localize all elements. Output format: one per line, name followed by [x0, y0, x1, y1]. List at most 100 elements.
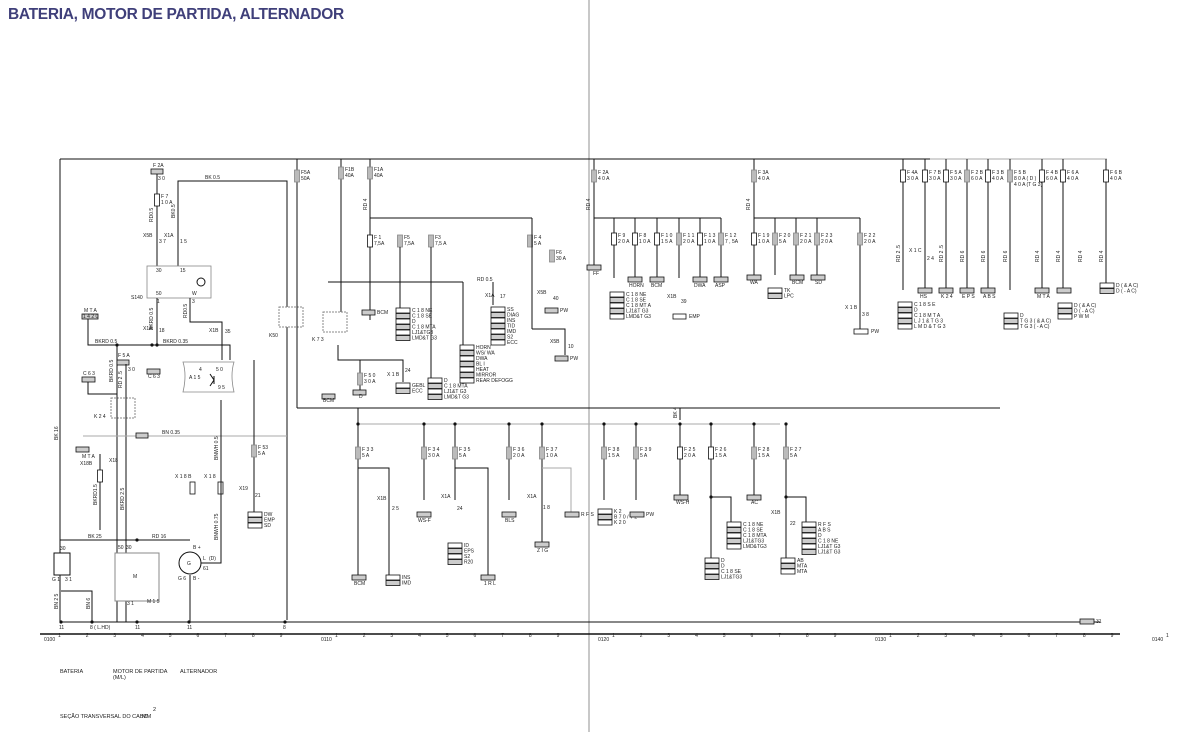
component-name-s140: S140: [131, 295, 143, 301]
connector-icon: [1056, 287, 1072, 294]
connector-label: HORN: [476, 345, 491, 351]
connector-label: HS: [920, 294, 928, 300]
component-name-a15: A 1 5: [189, 375, 201, 381]
connector-icon: [459, 361, 475, 367]
pin-label: L: [203, 556, 206, 562]
fuse-icon: [97, 469, 103, 483]
fuse-icon: [355, 446, 361, 460]
grid-tick-label: 4: [972, 633, 975, 639]
fuse-rating: 5 A: [362, 453, 370, 459]
connector-icon: [395, 318, 411, 325]
wire-label-bk16: BK 16: [54, 426, 60, 440]
connector-label: SS: [507, 307, 514, 313]
fuse-name: F 3 B: [992, 170, 1005, 176]
connector-label: WS-F: [418, 518, 431, 524]
wire-bk05: [177, 180, 288, 620]
connector-icon: [1003, 318, 1019, 324]
pin-label: 35: [225, 329, 231, 335]
fuse-rating: 3 0 A: [950, 176, 962, 182]
fuse-rating: 40A: [374, 173, 384, 179]
connector-icon: [726, 527, 742, 533]
wire: [201, 400, 222, 564]
connector-label: M T A: [1037, 294, 1051, 300]
connector-icon: [609, 313, 625, 320]
connector-label: 1 R L: [484, 581, 496, 587]
grid-tick-label: 7: [224, 633, 227, 639]
fuse-rating: 7,5A: [374, 241, 385, 247]
wire-label: BKRD 0.35: [163, 339, 188, 345]
grid-tick-label: 7: [501, 633, 504, 639]
connector-icon: [801, 543, 817, 550]
connector-label: C 1 8 SE: [412, 314, 433, 320]
fuse-rating: 4 0 A: [758, 176, 770, 182]
wire-label: RD 2 .5: [118, 371, 124, 388]
connector-icon: [1099, 282, 1115, 289]
connector-icon: [597, 519, 613, 526]
fuse-rating: 2 0 A: [684, 453, 696, 459]
pin-label: 39: [681, 299, 687, 305]
wire-label: BNWH 0.75: [214, 513, 220, 540]
connector-name: X5B: [537, 290, 547, 296]
fuse-icon: [677, 446, 683, 460]
fuse-icon: [452, 446, 458, 460]
wire-label: BK 25: [88, 534, 102, 540]
fuse-name: F5: [404, 235, 410, 241]
connector-icon: [917, 287, 933, 294]
component-name-m15: M 1 5: [147, 599, 160, 605]
cable-section-label: SEÇÃO TRANSVERSAL DO CABO: [60, 714, 148, 720]
connector-name: X1B: [771, 510, 781, 516]
connector-label: DWA: [476, 356, 488, 362]
connector-icon: [501, 511, 517, 518]
connector-label: DW: [264, 512, 273, 518]
end-connector-icon: [1079, 618, 1095, 625]
fuse-name: F 5 A: [118, 353, 130, 359]
pin-label: 3 1: [65, 577, 72, 583]
grid-tick-label: 1: [612, 633, 615, 639]
fuse-icon: [428, 234, 434, 248]
wire-label: BK 4: [673, 407, 679, 418]
connector-name: X1A: [527, 494, 537, 500]
pin-label: 2 5: [392, 506, 399, 512]
connector-label: C 1 8 SE: [721, 569, 742, 575]
wire-label: BKRD 0.5: [109, 360, 115, 382]
connector-icon: [609, 291, 625, 298]
connector-label: LJ1&T G3: [818, 544, 841, 550]
connector-icon: [1003, 323, 1019, 330]
wire-label: BN 2 5: [54, 593, 60, 609]
fuse-name: F 2 1: [800, 233, 812, 239]
wire-label: RD 2 .5: [939, 245, 945, 262]
connector-icon: [609, 297, 625, 303]
connector-icon: [427, 388, 443, 395]
connector-label: B 7 0 / Y 2: [614, 515, 637, 521]
connector-label: K 2 4: [941, 294, 953, 300]
grid-tick-label: 6: [197, 633, 200, 639]
fuse-name: F 2 6: [715, 447, 727, 453]
connector-icon: [459, 377, 475, 384]
connector-label: C 1 8 MT A: [626, 303, 652, 309]
fuse-rating: 5 A: [459, 453, 467, 459]
fuse-rating: 1 0 A: [546, 453, 558, 459]
fuse-name: F 3 5: [459, 447, 471, 453]
fuse-name: F1A: [374, 167, 384, 173]
connector-icon: [609, 302, 625, 309]
connector-icon: [789, 274, 805, 281]
fuse-icon: [922, 169, 928, 183]
pin-label: 61: [203, 566, 209, 572]
fuse-icon: [549, 249, 555, 263]
connector-label: AC: [751, 500, 758, 506]
grid-tick-label: 5: [1000, 633, 1003, 639]
grid-tick-label: 7: [778, 633, 781, 639]
pin-label: 17: [500, 294, 506, 300]
connector-icon: [1057, 302, 1073, 309]
fuse-name: F 2 7: [790, 447, 802, 453]
grid-tick-label: 3: [113, 633, 116, 639]
connector-label: BL I: [476, 362, 485, 368]
fuse-icon: [154, 193, 160, 207]
connector-icon: [490, 323, 506, 329]
connector-icon: [427, 394, 443, 400]
connector-icon: [480, 574, 496, 581]
wire-label: RD 0.5: [477, 277, 493, 283]
connector-name-x18-2: X 1 8: [204, 474, 216, 480]
connector-icon: [81, 376, 96, 383]
fuse-name: F 1: [374, 235, 381, 241]
